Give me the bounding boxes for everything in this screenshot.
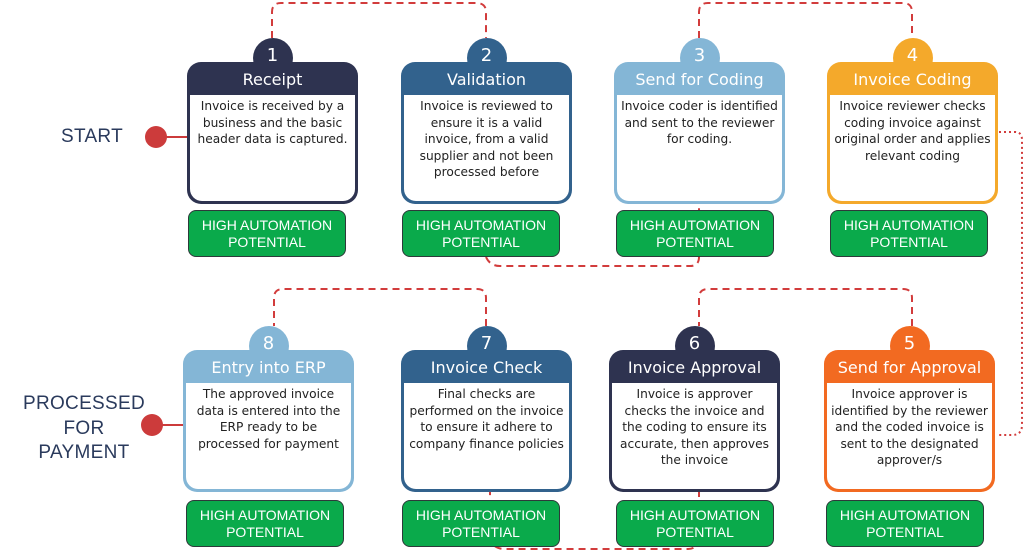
connector-1-2 [271,2,487,38]
step-title: Invoice Approval [627,358,762,377]
end-dot [141,414,163,436]
automation-potential-badge: HIGH AUTOMATION POTENTIAL [188,210,346,257]
automation-potential-badge: HIGH AUTOMATION POTENTIAL [826,500,984,547]
automation-potential-badge: HIGH AUTOMATION POTENTIAL [186,500,344,547]
step-description: Invoice reviewer checks coding invoice a… [830,95,995,201]
step-title: Invoice Check [430,358,543,377]
step-description: Invoice is reviewed to ensure it is a va… [404,95,569,201]
step-description: Invoice approver is identified by the re… [827,383,992,489]
step-title: Validation [446,70,526,89]
automation-potential-badge: HIGH AUTOMATION POTENTIAL [616,210,774,257]
connector-4-5 [999,131,1023,436]
start-label: START [60,126,124,147]
step-title: Send for Coding [635,70,764,89]
connector-5-6 [698,288,913,326]
step-description: Invoice coder is identified and sent to … [617,95,782,201]
automation-potential-badge: HIGH AUTOMATION POTENTIAL [402,500,560,547]
automation-potential-badge: HIGH AUTOMATION POTENTIAL [616,500,774,547]
step-description: Invoice is received by a business and th… [190,95,355,201]
step-description: Final checks are performed on the invoic… [404,383,569,489]
step-description: Invoice is approver checks the invoice a… [612,383,777,489]
connector-7-8 [273,288,487,326]
step-card: Entry into ERP The approved invoice data … [183,350,354,492]
step-title: Receipt [242,70,303,89]
start-connector [165,136,187,138]
end-label: PROCESSED FOR PAYMENT [22,393,145,464]
step-title: Invoice Coding [853,70,972,89]
start-dot [145,126,167,148]
automation-potential-badge: HIGH AUTOMATION POTENTIAL [402,210,560,257]
step-title: Entry into ERP [211,358,326,377]
step-title: Send for Approval [837,358,982,377]
connector-3-4 [698,2,913,38]
end-connector [161,424,185,426]
step-description: The approved invoice data is entered int… [186,383,351,489]
automation-potential-badge: HIGH AUTOMATION POTENTIAL [830,210,988,257]
